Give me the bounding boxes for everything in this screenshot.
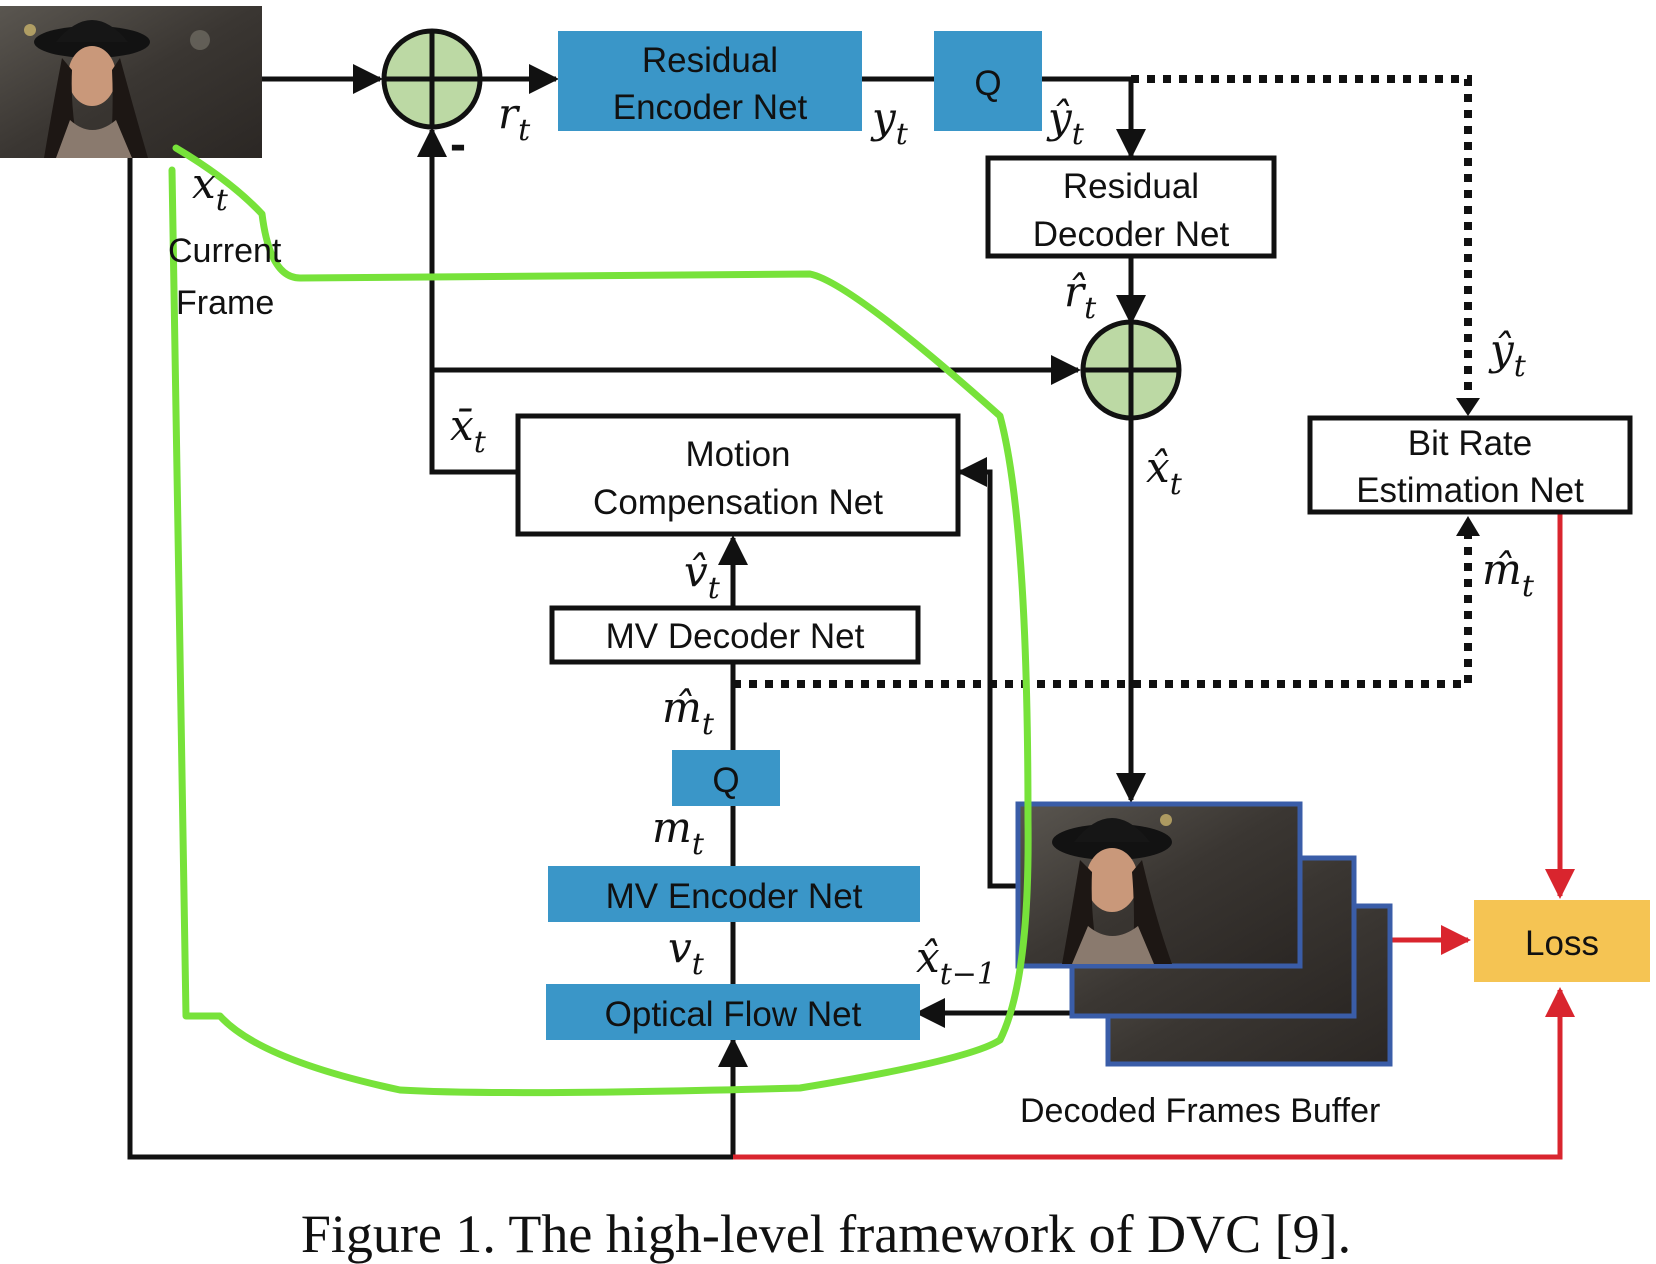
residual-decoder-box: Residual Decoder Net xyxy=(985,155,1277,259)
residual-encoder-box: Residual Encoder Net xyxy=(558,31,862,131)
buffer-to-mc-line xyxy=(957,457,1026,889)
mv-decoder-box: MV Decoder Net xyxy=(549,605,921,665)
red-connectors xyxy=(733,512,1575,1160)
residual-encoder-label-1: Residual xyxy=(642,41,778,80)
motion-compensation-box: Motion Compensation Net xyxy=(515,413,961,537)
bit-rate-label-1: Bit Rate xyxy=(1408,424,1533,463)
motion-comp-label-2: Compensation Net xyxy=(593,483,883,522)
m-hat-right-symbol: m̂t xyxy=(1482,545,1535,604)
v-t-symbol: vt xyxy=(668,923,705,982)
quantizer-top-box: Q xyxy=(934,31,1042,131)
figure-caption: Figure 1. The high-level framework of DV… xyxy=(301,1204,1351,1264)
optical-flow-label: Optical Flow Net xyxy=(605,995,862,1034)
v-hat-symbol: v̂t xyxy=(684,547,721,606)
quantizer-bottom-label: Q xyxy=(712,761,739,800)
residual-encoder-label-2: Encoder Net xyxy=(613,88,808,127)
black-connectors xyxy=(127,64,1146,1160)
bit-rate-estimation-box: Bit Rate Estimation Net xyxy=(1307,415,1633,515)
x-hat-symbol: x̂t xyxy=(1146,443,1183,502)
quantizer-top-label: Q xyxy=(974,64,1001,103)
optical-flow-box: Optical Flow Net xyxy=(546,984,920,1040)
bit-rate-label-2: Estimation Net xyxy=(1356,471,1584,510)
y-hat-to-bitrate-dotted xyxy=(1131,75,1472,400)
decoded-buffer-label: Decoded Frames Buffer xyxy=(1020,1092,1380,1130)
dotted-connectors xyxy=(733,75,1472,688)
mv-encoder-box: MV Encoder Net xyxy=(548,866,920,922)
current-frame-label-1: Current xyxy=(168,232,282,270)
y-hat-right-symbol: ŷt xyxy=(1488,325,1527,384)
bitrate-arrowhead-bottom xyxy=(1456,516,1480,536)
residual-decoder-label-1: Residual xyxy=(1063,167,1199,206)
x-bar-symbol: x̄t xyxy=(450,401,487,460)
x-t-symbol: xt xyxy=(192,159,229,218)
mv-encoder-label: MV Encoder Net xyxy=(606,877,863,916)
r-hat-symbol: r̂t xyxy=(1064,267,1097,326)
current-frame-label-2: Frame xyxy=(176,284,274,322)
y-hat-top-symbol: ŷt xyxy=(1046,93,1085,152)
r-t-symbol: rt xyxy=(498,89,531,148)
quantizer-bottom-box: Q xyxy=(672,750,780,806)
mc-to-adder-line xyxy=(417,127,518,475)
current-frame-icon xyxy=(0,6,262,158)
reconstruction-adder xyxy=(1080,319,1182,421)
decoded-frames-buffer-icon xyxy=(1015,801,1393,1067)
frame-to-flow-line xyxy=(127,158,748,1160)
m-hat-mid-symbol: m̂t xyxy=(662,683,715,742)
residual-adder xyxy=(381,28,483,130)
frame-to-loss-line xyxy=(733,987,1575,1160)
loss-box: Loss xyxy=(1474,900,1650,982)
motion-comp-label-1: Motion xyxy=(685,435,790,474)
residual-decoder-label-2: Decoder Net xyxy=(1033,215,1230,254)
loss-label: Loss xyxy=(1525,924,1599,963)
mv-decoder-label: MV Decoder Net xyxy=(606,617,865,656)
m-hat-to-bitrate-dotted xyxy=(733,530,1472,688)
m-t-symbol: mt xyxy=(652,803,705,862)
bitrate-arrowhead-top xyxy=(1456,398,1480,416)
x-hat-prev-symbol: x̂t−1 xyxy=(916,933,996,992)
y-t-symbol: yt xyxy=(870,93,909,152)
minus-sign: - xyxy=(450,118,466,171)
green-highlight-annotation xyxy=(168,144,1032,1097)
